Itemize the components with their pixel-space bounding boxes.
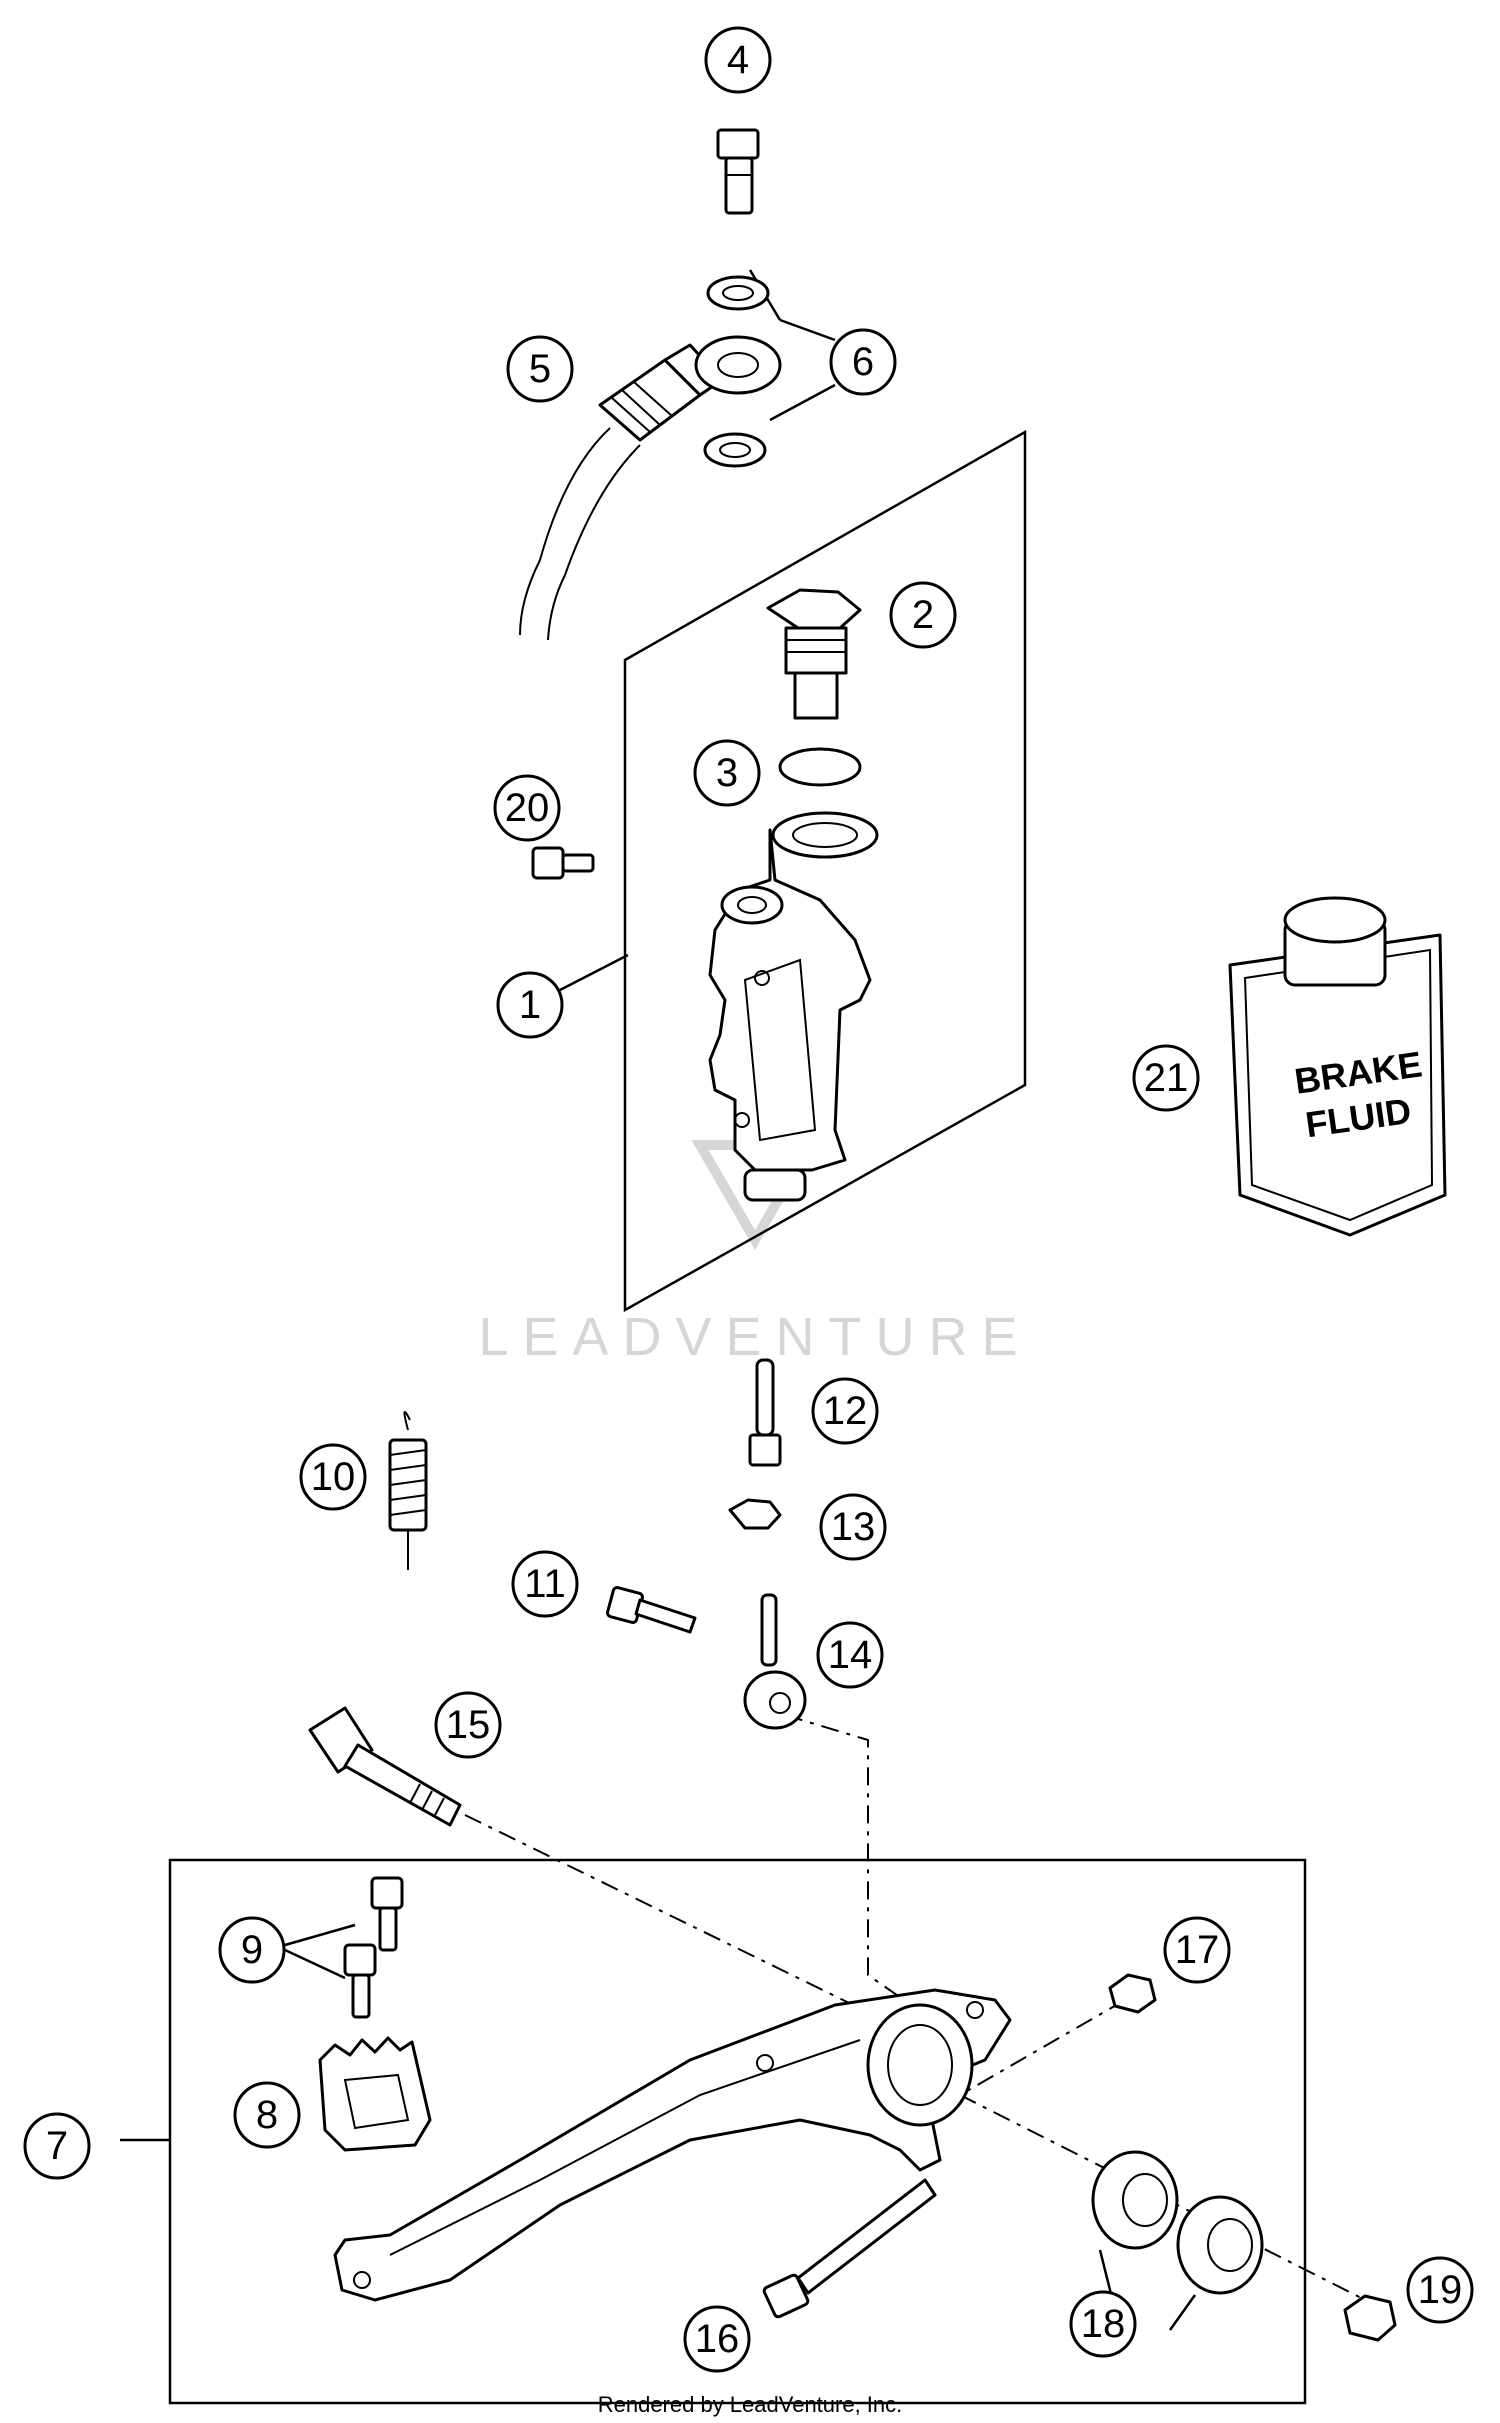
svg-text:12: 12 — [823, 1389, 868, 1433]
watermark-text: LEADVENTURE — [478, 1307, 1031, 1367]
callout-6: 6 — [829, 328, 897, 396]
callout-2: 2 — [889, 581, 957, 649]
brake-hose-part — [519, 335, 782, 641]
svg-text:2: 2 — [912, 593, 934, 637]
callout-10: 10 — [299, 1443, 367, 1511]
callout-4: 4 — [704, 26, 772, 94]
brake-pedal-part — [333, 1988, 1012, 2302]
screws-part — [343, 1876, 404, 2019]
callout-14: 14 — [816, 1621, 884, 1689]
bearings-part — [1091, 2150, 1264, 2295]
callout-16: 16 — [683, 2305, 751, 2373]
callout-17: 17 — [1163, 1916, 1231, 1984]
svg-text:6: 6 — [852, 340, 874, 384]
callout-20: 20 — [493, 774, 561, 842]
spring-part — [388, 1411, 428, 1570]
callout-5: 5 — [506, 335, 574, 403]
svg-text:21: 21 — [1144, 1056, 1189, 1100]
reservoir-fitting-part — [766, 588, 862, 720]
svg-text:8: 8 — [256, 2093, 278, 2137]
svg-text:13: 13 — [831, 1505, 876, 1549]
rod-end-part — [743, 1593, 807, 1730]
master-cylinder-part — [708, 811, 879, 1202]
pivot-bolt-part — [308, 1706, 462, 1827]
callout-1: 1 — [496, 971, 564, 1039]
svg-text:11: 11 — [524, 1562, 566, 1606]
callout-12: 12 — [811, 1377, 879, 1445]
master-cylinder-group-frame — [623, 429, 1027, 1313]
callout-11: 11 — [511, 1550, 579, 1618]
callout-19: 19 — [1406, 2256, 1474, 2324]
svg-text:10: 10 — [311, 1455, 356, 1499]
push-rod-part — [748, 1358, 782, 1467]
pedal-tip-part — [318, 2036, 432, 2152]
callout-7: 7 — [23, 2112, 91, 2180]
callout-9: 9 — [218, 1916, 286, 1984]
rendered-by-footer: Rendered by LeadVenture, Inc. — [598, 2392, 903, 2417]
callout-21: 21 — [1132, 1044, 1200, 1112]
pedal-nut-part — [1108, 1973, 1157, 2014]
svg-text:7: 7 — [46, 2124, 68, 2168]
svg-text:4: 4 — [727, 38, 749, 82]
watermark: LEADVENTURE — [478, 1140, 1031, 1367]
callout-15: 15 — [434, 1691, 502, 1759]
brake-pedal-group-frame — [168, 1858, 1307, 2405]
screw-part — [531, 846, 595, 880]
svg-text:20: 20 — [505, 786, 550, 830]
brake-fluid-can-part: BRAKE FLUID — [1228, 896, 1447, 1237]
svg-text:18: 18 — [1081, 2302, 1126, 2346]
end-nut-part — [1343, 2294, 1397, 2342]
svg-text:15: 15 — [446, 1703, 491, 1747]
svg-text:5: 5 — [529, 347, 551, 391]
nut-part — [728, 1498, 782, 1530]
o-ring-part — [778, 747, 862, 787]
callout-18: 18 — [1069, 2290, 1137, 2358]
bolt-part — [606, 1586, 697, 1634]
svg-text:1: 1 — [519, 983, 541, 1027]
svg-text:19: 19 — [1418, 2268, 1463, 2312]
callout-3: 3 — [693, 739, 761, 807]
svg-text:14: 14 — [828, 1633, 873, 1677]
svg-text:17: 17 — [1175, 1928, 1220, 1972]
svg-text:9: 9 — [241, 1928, 263, 1972]
svg-text:3: 3 — [716, 751, 738, 795]
washers-part — [703, 275, 770, 468]
callout-13: 13 — [819, 1493, 887, 1561]
banjo-bolt-part — [716, 128, 760, 215]
svg-text:16: 16 — [695, 2317, 740, 2361]
callout-8: 8 — [233, 2081, 301, 2149]
pedal-bolt-part — [762, 2178, 937, 2319]
